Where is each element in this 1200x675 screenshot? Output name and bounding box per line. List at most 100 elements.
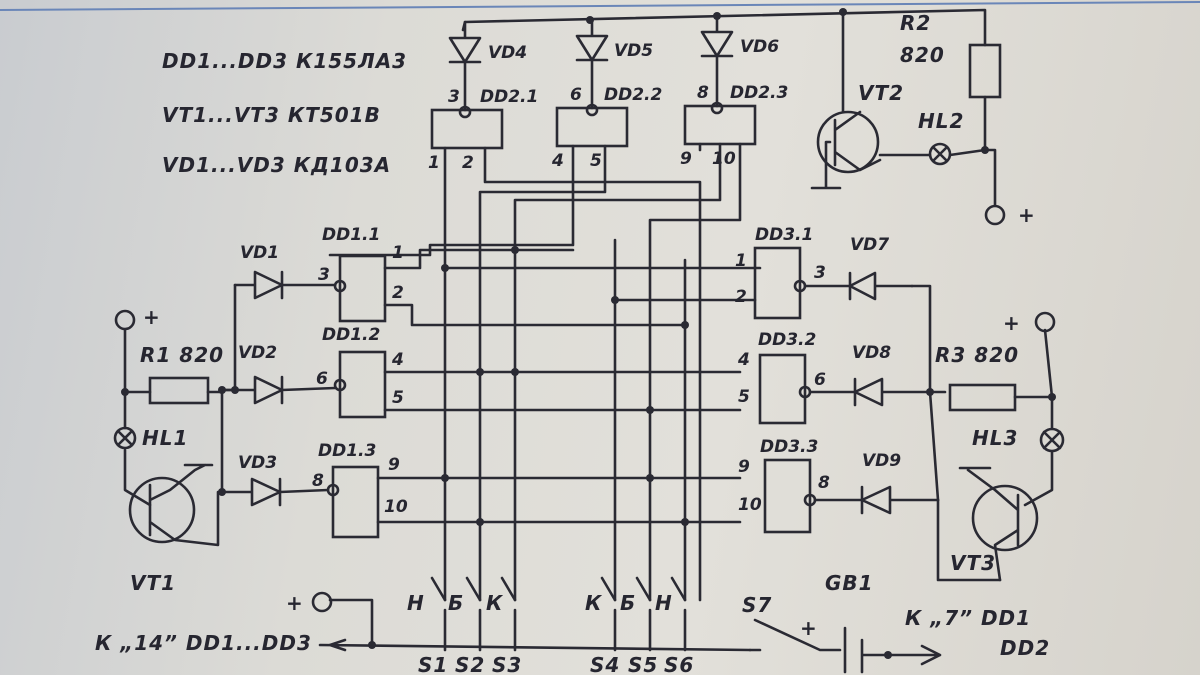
transistor-vt1: VT1 bbox=[128, 463, 220, 595]
svg-text:VD8: VD8 bbox=[852, 343, 891, 363]
wire bbox=[513, 142, 722, 602]
junction bbox=[368, 641, 376, 649]
svg-text:VD5: VD5 bbox=[614, 41, 653, 61]
svg-text:5: 5 bbox=[392, 388, 404, 408]
svg-text:DD3.3: DD3.3 bbox=[760, 437, 818, 457]
svg-text:10: 10 bbox=[738, 495, 762, 515]
svg-text:4: 4 bbox=[391, 350, 404, 370]
svg-text:8: 8 bbox=[697, 83, 709, 103]
svg-text:4: 4 bbox=[737, 350, 750, 370]
svg-text:6: 6 bbox=[814, 370, 826, 390]
diode-vd9: VD9 bbox=[813, 451, 940, 515]
svg-text:DD2.1: DD2.1 bbox=[480, 87, 538, 107]
svg-text:Н: Н bbox=[655, 591, 673, 615]
svg-text:+: + bbox=[800, 616, 818, 640]
svg-text:VD7: VD7 bbox=[850, 235, 889, 255]
transistor-vt3: VT3 bbox=[950, 466, 1039, 582]
bottom-plus-label: + bbox=[286, 591, 304, 615]
svg-text:3: 3 bbox=[814, 263, 826, 283]
wire bbox=[910, 284, 1002, 582]
svg-text:10: 10 bbox=[384, 497, 408, 517]
svg-text:R1 820: R1 820 bbox=[140, 343, 224, 367]
svg-text:VT1: VT1 bbox=[130, 571, 176, 595]
bottom-bus bbox=[318, 598, 752, 652]
svg-text:HL3: HL3 bbox=[972, 426, 1018, 450]
svg-text:R3 820: R3 820 bbox=[935, 343, 1019, 367]
svg-text:HL1: HL1 bbox=[142, 426, 188, 450]
lamp-hl2: HL2 bbox=[878, 109, 987, 166]
transistor-vt2: VT2 bbox=[810, 10, 904, 190]
svg-text:VT3: VT3 bbox=[950, 551, 996, 575]
svg-text:S1: S1 bbox=[418, 653, 448, 675]
lamp-hl3: HL3 bbox=[972, 395, 1065, 507]
gate-dd3-3: DD3.3 9 10 8 bbox=[738, 437, 830, 534]
svg-text:2: 2 bbox=[462, 153, 474, 173]
parts-vd-label: VD1...VD3 КД103А bbox=[162, 153, 391, 177]
wire bbox=[328, 144, 575, 257]
svg-text:2: 2 bbox=[392, 283, 404, 303]
junction bbox=[218, 488, 226, 496]
svg-text:VD9: VD9 bbox=[862, 451, 901, 471]
svg-text:HL2: HL2 bbox=[918, 109, 964, 133]
gate-dd3-2: DD3.2 4 5 6 bbox=[737, 330, 826, 425]
svg-text:GB1: GB1 bbox=[825, 571, 874, 595]
svg-text:DD1.2: DD1.2 bbox=[322, 325, 380, 345]
svg-text:1: 1 bbox=[428, 153, 440, 173]
svg-text:8: 8 bbox=[312, 471, 324, 491]
svg-text:1: 1 bbox=[735, 251, 747, 271]
gate-dd1-1: DD1.1 3 1 2 bbox=[318, 225, 404, 323]
gate-dd2-1: 3 DD2.1 1 2 bbox=[428, 87, 538, 173]
svg-text:Б: Б bbox=[448, 591, 464, 615]
gate-dd3-1: DD3.1 1 2 3 bbox=[735, 225, 826, 320]
gate-dd2-2: 6 DD2.2 4 5 bbox=[551, 85, 662, 171]
svg-text:DD1.3: DD1.3 bbox=[318, 441, 376, 461]
svg-text:S7: S7 bbox=[742, 593, 772, 617]
bottom-right-label: К „7” DD1 bbox=[905, 606, 1031, 630]
wire bbox=[383, 303, 687, 327]
wire bbox=[383, 248, 575, 270]
svg-text:5: 5 bbox=[738, 387, 750, 407]
svg-text:S5: S5 bbox=[628, 653, 658, 675]
svg-text:DD2.3: DD2.3 bbox=[730, 83, 788, 103]
svg-text:VD2: VD2 bbox=[238, 343, 277, 363]
lamp-hl1: HL1 bbox=[113, 390, 188, 507]
svg-text:3: 3 bbox=[448, 87, 460, 107]
svg-text:+: + bbox=[1003, 311, 1021, 335]
wire bbox=[928, 390, 940, 502]
svg-text:DD1.1: DD1.1 bbox=[322, 225, 380, 245]
svg-text:S6: S6 bbox=[664, 653, 694, 675]
resistor-r2: R2 820 + bbox=[900, 11, 1036, 227]
gate-dd1-3: DD1.3 8 9 10 bbox=[312, 441, 408, 539]
svg-text:9: 9 bbox=[388, 455, 400, 475]
svg-text:3: 3 bbox=[318, 265, 330, 285]
svg-text:VD4: VD4 bbox=[488, 43, 527, 63]
gate-dd1-2: DD1.2 6 4 5 bbox=[316, 325, 404, 419]
gate-dd2-3: 8 DD2.3 9 10 bbox=[680, 83, 788, 169]
svg-text:S4: S4 bbox=[590, 653, 620, 675]
svg-text:2: 2 bbox=[735, 287, 747, 307]
svg-text:Н: Н bbox=[407, 591, 425, 615]
wire bbox=[220, 283, 237, 494]
svg-text:+: + bbox=[1018, 203, 1036, 227]
resistor-r3: + R3 820 bbox=[935, 311, 1056, 412]
svg-text:VD3: VD3 bbox=[238, 453, 277, 473]
resistor-r1: + R1 820 bbox=[114, 305, 224, 405]
svg-text:R2: R2 bbox=[900, 11, 931, 35]
svg-text:VT2: VT2 bbox=[858, 81, 904, 105]
diode-vd7: VD7 bbox=[803, 235, 914, 301]
switch-s7: S7 bbox=[742, 593, 842, 652]
svg-text:9: 9 bbox=[738, 457, 750, 477]
plus-terminal bbox=[311, 591, 333, 613]
switches-right: К Б Н S4 S5 S6 bbox=[585, 576, 694, 675]
svg-text:DD3.2: DD3.2 bbox=[758, 330, 816, 350]
svg-text:6: 6 bbox=[316, 369, 328, 389]
svg-text:820: 820 bbox=[900, 43, 945, 67]
diode-vd5: VD5 bbox=[575, 18, 653, 110]
svg-text:S2: S2 bbox=[455, 653, 485, 675]
diode-vd3: VD3 bbox=[220, 453, 330, 507]
diode-vd4: VD4 bbox=[448, 20, 527, 112]
svg-text:DD3.1: DD3.1 bbox=[755, 225, 813, 245]
wire bbox=[478, 144, 607, 602]
bottom-right-label-2: DD2 bbox=[1000, 636, 1050, 660]
